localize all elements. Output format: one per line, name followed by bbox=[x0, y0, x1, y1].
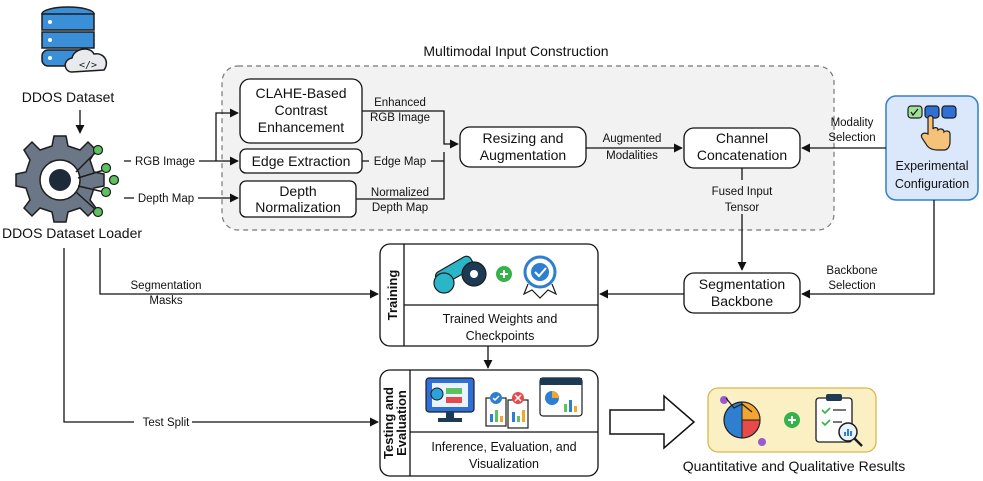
resize-augmentation-box bbox=[459, 126, 587, 168]
arrow-test-split bbox=[63, 248, 379, 427]
dashboard-icon bbox=[539, 377, 583, 417]
arrow-segmentation-masks bbox=[99, 248, 379, 299]
arrow-depth-to-resize bbox=[356, 152, 445, 200]
database-cloud-icon: </> bbox=[41, 6, 108, 73]
training-side-label: Training bbox=[385, 270, 400, 321]
clipboard-magnifier-icon bbox=[815, 394, 863, 447]
loader-label: DDOS Dataset Loader bbox=[2, 225, 142, 241]
badge-check-icon bbox=[522, 255, 558, 299]
edge-label-edge-map: Edge Map bbox=[374, 156, 426, 168]
dataset-label: DDOS Dataset bbox=[22, 89, 115, 105]
depth-norm-line-2: Normalization bbox=[255, 199, 341, 215]
dumbbell-icon bbox=[433, 255, 487, 294]
edge-label-seg-masks-2: Masks bbox=[149, 295, 182, 307]
experimental-line-1: Experimental bbox=[896, 159, 969, 173]
training-caption-2: Checkpoints bbox=[466, 329, 535, 343]
resize-line-2: Augmentation bbox=[480, 147, 566, 163]
segmentation-backbone-box bbox=[683, 272, 801, 314]
depth-norm-line-1: Depth bbox=[279, 183, 316, 199]
edge-label-depth-map: Depth Map bbox=[138, 193, 194, 205]
edge-label-fused-1: Fused Input bbox=[712, 186, 774, 198]
gear-network-icon bbox=[15, 135, 120, 223]
training-caption-1: Trained Weights and bbox=[443, 312, 558, 326]
concat-line-2: Concatenation bbox=[697, 147, 787, 163]
edge-label-augmented-1: Augmented bbox=[603, 133, 662, 145]
arrow-clahe-to-resize bbox=[362, 110, 459, 149]
plus-icon bbox=[496, 266, 512, 282]
segbackbone-line-2: Backbone bbox=[711, 293, 773, 309]
svg-text:</>: </> bbox=[79, 60, 97, 71]
results-label: Quantitative and Qualitative Results bbox=[683, 458, 906, 474]
arrow-rgb-to-clahe bbox=[215, 108, 239, 161]
clahe-line-3: Enhancement bbox=[258, 119, 345, 135]
edge-label-test-split: Test Split bbox=[143, 417, 190, 429]
arrow-backbone-selection bbox=[801, 200, 935, 299]
edge-label-fused-2: Tensor bbox=[725, 202, 760, 214]
edge-label-augmented-2: Modalities bbox=[606, 150, 658, 162]
edge-label-backbone-sel-1: Backbone bbox=[826, 265, 877, 277]
testing-caption-1: Inference, Evaluation, and bbox=[431, 440, 576, 454]
edge-label-modality-2: Selection bbox=[828, 132, 875, 144]
edge-label-enhanced-1: Enhanced bbox=[374, 97, 426, 109]
clahe-line-2: Contrast bbox=[275, 102, 328, 118]
edge-extraction-label: Edge Extraction bbox=[252, 153, 351, 169]
segbackbone-line-1: Segmentation bbox=[699, 276, 785, 292]
clahe-line-1: CLAHE-Based bbox=[255, 85, 346, 101]
edge-label-backbone-sel-2: Selection bbox=[828, 280, 875, 292]
testing-side-label-2: Evaluation bbox=[394, 390, 409, 456]
concat-line-1: Channel bbox=[716, 130, 768, 146]
testing-side-label-1: Testing and bbox=[381, 387, 396, 459]
results-big-arrow bbox=[609, 394, 696, 450]
plus-icon-results bbox=[784, 412, 800, 428]
hand-selection-icon bbox=[907, 105, 957, 151]
report-icon bbox=[485, 392, 529, 429]
edge-label-modality-1: Modality bbox=[831, 117, 874, 129]
testing-caption-2: Visualization bbox=[469, 457, 539, 471]
monitor-icon bbox=[425, 377, 475, 422]
edge-label-seg-masks-1: Segmentation bbox=[131, 280, 202, 292]
multimodal-title: Multimodal Input Construction bbox=[423, 43, 608, 59]
edge-label-normalized-2: Depth Map bbox=[372, 202, 428, 214]
edge-label-normalized-1: Normalized bbox=[371, 187, 429, 199]
experimental-line-2: Configuration bbox=[895, 177, 969, 191]
edge-label-rgb-image: RGB Image bbox=[135, 156, 195, 168]
resize-line-1: Resizing and bbox=[483, 130, 564, 146]
analytics-chart-icon bbox=[720, 396, 766, 446]
edge-label-enhanced-2: RGB Image bbox=[370, 112, 430, 124]
